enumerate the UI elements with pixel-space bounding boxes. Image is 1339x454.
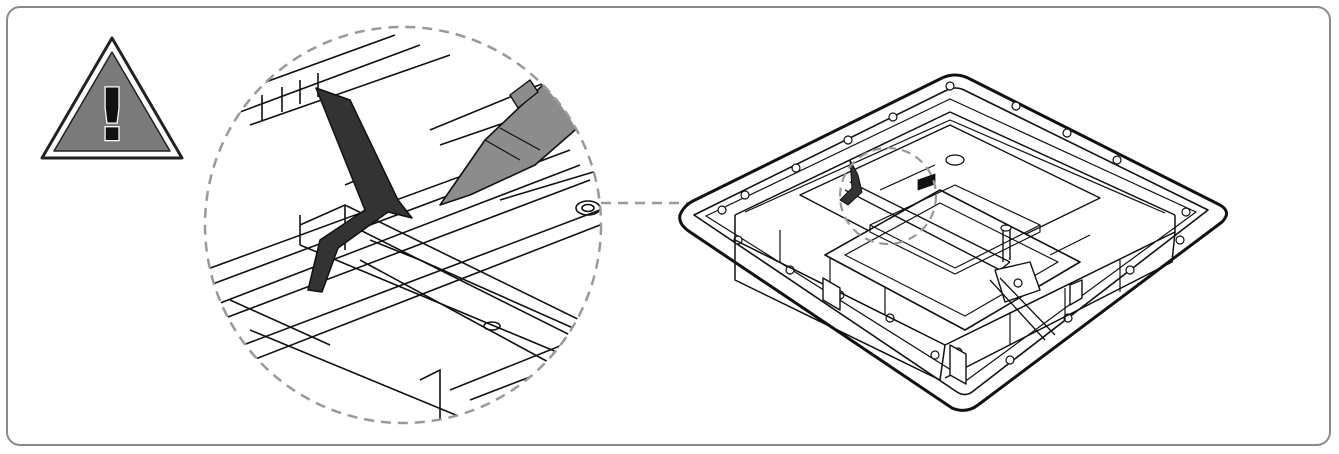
warning-symbol: !	[96, 73, 129, 157]
protective-strip	[307, 87, 413, 293]
warning-triangle-icon: !	[40, 36, 184, 160]
utility-knife-icon	[439, 44, 601, 206]
callout-circle	[838, 146, 938, 246]
vent-base-assembly	[678, 73, 1228, 412]
zoom-detail	[203, 25, 603, 425]
